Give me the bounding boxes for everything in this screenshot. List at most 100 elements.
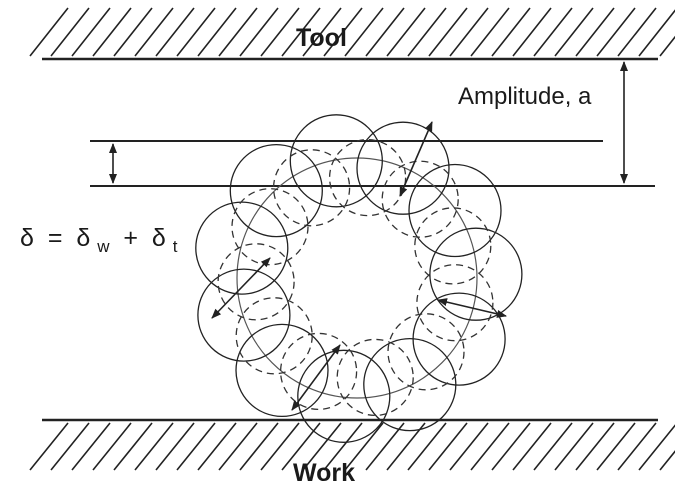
hatch-line (491, 422, 531, 471)
hatch-line (617, 422, 657, 471)
hatch-line (176, 7, 216, 57)
particle-dashed-circle (217, 243, 295, 321)
hatch-line (596, 422, 636, 471)
w-subscript: w (96, 237, 110, 256)
particle-arrows (211, 121, 507, 411)
hatch-line (638, 424, 675, 471)
hatch-line (344, 7, 384, 57)
hatch-line (302, 7, 342, 57)
delta-w-symbol: δ (76, 224, 90, 252)
hatch-line (155, 422, 195, 471)
particle-depth-arrow (437, 298, 507, 318)
hatch-line (638, 9, 675, 57)
hatch-line (239, 7, 279, 57)
hatch-line (50, 422, 90, 471)
hatch-line (134, 7, 174, 57)
abrasive-particle-circle (356, 121, 450, 215)
hatch-line (512, 7, 552, 57)
tool-hatching (29, 7, 675, 57)
hatch-line (260, 7, 300, 57)
hatch-line (323, 7, 363, 57)
hatch-line (365, 7, 405, 57)
hatch-line (407, 7, 447, 57)
particle-depth-arrow (211, 257, 271, 319)
particle-dashed-circle (279, 332, 358, 411)
hatch-line (596, 7, 636, 57)
hatch-line (29, 7, 69, 57)
abrasive-particle-circle (408, 163, 502, 258)
particle-depth-arrow (291, 344, 341, 411)
abrasive-particle-circle (363, 337, 457, 432)
hatch-line (428, 422, 468, 471)
particle-dashed-circle (381, 160, 459, 238)
hatch-line (575, 7, 615, 57)
particle-dashed-circle (231, 188, 309, 266)
hatch-line (260, 422, 300, 471)
hatch-line (449, 7, 489, 57)
hatch-line (302, 422, 342, 471)
abrasive-particle-circle (412, 292, 506, 386)
hatch-line (617, 7, 657, 57)
delta-t-symbol: δ (152, 224, 166, 252)
hatch-line (113, 7, 153, 57)
hatch-line (113, 422, 153, 471)
hatch-line (134, 422, 174, 471)
hatch-line (512, 422, 552, 471)
hatch-line (71, 7, 111, 57)
hatch-line (239, 422, 279, 471)
hatch-line (218, 422, 258, 471)
tool-label: Tool (296, 24, 347, 52)
particle-dashed-circle (328, 138, 407, 217)
abrasive-particle-circle (429, 227, 523, 321)
hatch-line (386, 422, 426, 471)
particle-dashed-circle (336, 338, 414, 417)
work-hatching (29, 422, 675, 471)
hatch-line (470, 7, 510, 57)
abrasive-particles (195, 114, 523, 443)
hatch-line (365, 422, 405, 471)
t-subscript: t (173, 237, 178, 256)
hatch-line (29, 422, 69, 471)
particle-dashed-circle (416, 264, 494, 342)
hatch-line (449, 422, 489, 471)
particle-dashed-circle (272, 149, 351, 227)
particle-depth-arrow (399, 121, 433, 197)
hatch-line (407, 422, 447, 471)
hatch-line (92, 7, 132, 57)
hatch-line (386, 7, 426, 57)
hatch-line (197, 422, 237, 471)
hatch-line (197, 7, 237, 57)
hatch-line (71, 422, 111, 471)
hatch-line (218, 7, 258, 57)
plus-sign: + (116, 224, 145, 252)
hatch-line (281, 7, 321, 57)
abrasive-particle-circle (229, 143, 323, 238)
amplitude-label: Amplitude, a (458, 83, 592, 110)
hatch-line (533, 422, 573, 471)
particle-dashed-circle (235, 297, 313, 375)
hatch-line (428, 7, 468, 57)
equals-sign: = (41, 224, 70, 252)
work-label: Work (293, 459, 355, 487)
hatch-line (575, 422, 615, 471)
hatch-line (176, 422, 216, 471)
hatch-line (470, 422, 510, 471)
abrasive-particle-circle (235, 323, 329, 418)
hatch-line (155, 7, 195, 57)
hatch-line (344, 422, 384, 471)
particle-dashed-circle (414, 207, 492, 285)
particle-dashed-circle (387, 313, 465, 391)
hatch-line (554, 7, 594, 57)
hatch-line (554, 422, 594, 471)
hatch-line (491, 7, 531, 57)
abrasive-particle-circle (289, 114, 383, 208)
hatch-line (533, 7, 573, 57)
hatch-line (92, 422, 132, 471)
hatch-line (50, 7, 90, 57)
hatch-line (659, 35, 675, 57)
hatch-line (323, 422, 363, 471)
delta-symbol: δ (20, 224, 34, 252)
delta-equation-label: δ = δ w + δ t (20, 224, 178, 258)
hatch-line (659, 450, 675, 471)
